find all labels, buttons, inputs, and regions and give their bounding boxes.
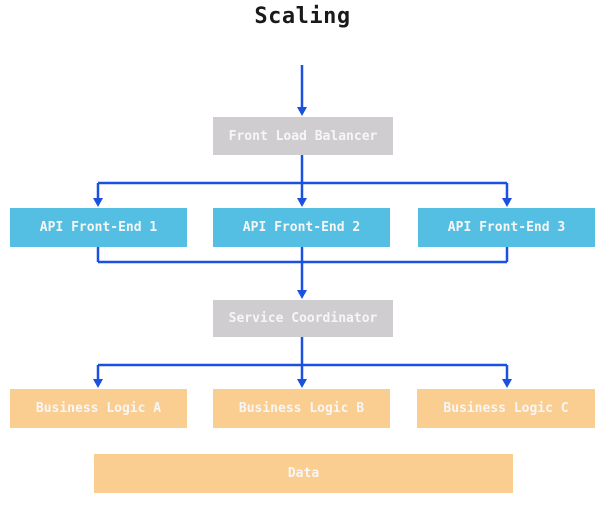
edge-flb-to-api-front-ends [93,155,512,207]
diagram-title: Scaling [254,4,351,29]
node-api-front-end-3: API Front-End 3 [418,208,595,247]
edge-into-front-load-balancer [297,65,307,116]
node-front-load-balancer: Front Load Balancer [213,117,393,155]
node-api-front-end-1: API Front-End 1 [10,208,187,247]
node-api-front-end-2: API Front-End 2 [213,208,390,247]
node-service-coordinator: Service Coordinator [213,300,393,337]
node-business-logic-a: Business Logic A [10,389,187,428]
edge-service-coordinator-to-business-logic [93,337,512,388]
node-business-logic-c: Business Logic C [417,389,595,428]
edge-api-front-ends-to-service-coordinator [96,247,509,299]
node-business-logic-b: Business Logic B [213,389,390,428]
node-data: Data [94,454,513,493]
